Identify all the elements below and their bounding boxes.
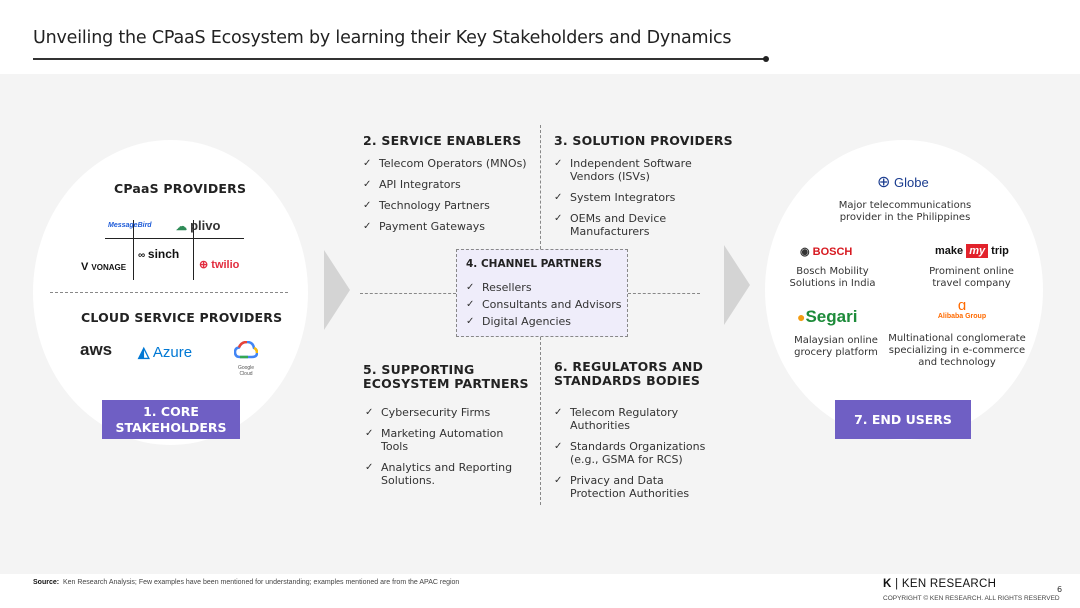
globe-icon: ⊕ — [877, 174, 891, 191]
list-item: ✓Digital Agencies — [466, 315, 572, 328]
segari-logo: ●Segari — [797, 307, 858, 326]
azure-logo: ◭ Azure — [138, 344, 193, 361]
cloud-providers-heading: CLOUD SERVICE PROVIDERS — [81, 310, 283, 325]
check-icon: ✓ — [365, 407, 374, 418]
regulators-heading: 6. REGULATORS AND STANDARDS BODIES — [554, 359, 704, 388]
list-item: ✓Telecom Operators (MNOs) — [363, 157, 527, 170]
check-icon: ✓ — [365, 462, 374, 473]
channel-partners-list: ✓Resellers ✓Consultants and Advisors ✓Di… — [466, 281, 626, 332]
core-stakeholders-badge: 1. CORE STAKEHOLDERS — [102, 400, 240, 439]
cpaas-grid-vertical — [193, 220, 194, 280]
check-icon: ✓ — [466, 316, 475, 327]
bosch-description: Bosch Mobility Solutions in India — [789, 266, 876, 289]
list-item: ✓Telecom Regulatory Authorities — [554, 406, 679, 432]
google-cloud-icon — [233, 340, 259, 359]
quadrant-divider-vertical — [540, 337, 541, 505]
end-users-circle — [765, 140, 1043, 440]
cpaas-grid-vertical — [133, 220, 134, 280]
list-item: ✓OEMs and Device Manufacturers — [554, 212, 667, 238]
globe-description: Major telecommunications provider in the… — [838, 200, 972, 223]
list-item: ✓System Integrators — [554, 191, 676, 204]
bosch-logo: ◉ BOSCH — [800, 246, 853, 258]
list-item: ✓Analytics and Reporting Solutions. — [365, 461, 513, 487]
check-icon: ✓ — [554, 441, 563, 452]
check-icon: ✓ — [554, 407, 563, 418]
globe-logo: ⊕ Globe — [877, 174, 929, 191]
alibaba-description: Multinational conglomerate specializing … — [888, 333, 1026, 368]
alibaba-logo: ɑ Alibaba Group — [932, 298, 992, 320]
supporting-partners-heading: 5. SUPPORTING ECOSYSTEM PARTNERS — [363, 362, 529, 391]
check-icon: ✓ — [363, 200, 372, 211]
list-item: ✓Payment Gateways — [363, 220, 485, 233]
segari-description: Malaysian online grocery platform — [794, 335, 878, 358]
check-icon: ✓ — [554, 213, 563, 224]
twilio-logo: ⊕ twilio — [199, 259, 240, 271]
flow-arrow-right-icon — [324, 250, 350, 330]
check-icon: ✓ — [554, 158, 563, 169]
quadrant-divider-horizontal — [628, 293, 700, 294]
makemytrip-description: Prominent online travel company — [929, 266, 1014, 289]
quadrant-divider-vertical — [540, 125, 541, 249]
check-icon: ✓ — [466, 299, 475, 310]
check-icon: ✓ — [466, 282, 475, 293]
google-cloud-logo: Google Cloud — [231, 340, 261, 377]
title-underline — [33, 58, 765, 60]
supporting-partners-list: ✓Cybersecurity Firms ✓Marketing Automati… — [365, 406, 525, 495]
list-item: ✓Consultants and Advisors — [466, 298, 622, 311]
messagebird-logo: MessageBird — [108, 222, 152, 229]
alibaba-icon: ɑ — [957, 297, 967, 314]
cpaas-providers-heading: CPaaS PROVIDERS — [114, 181, 247, 196]
check-icon: ✓ — [363, 158, 372, 169]
check-icon: ✓ — [554, 192, 563, 203]
plivo-logo: ☁ plivo — [176, 218, 221, 233]
check-icon: ✓ — [363, 221, 372, 232]
source-note: Source: Ken Research Analysis; Few examp… — [33, 579, 460, 586]
list-item: ✓Technology Partners — [363, 199, 490, 212]
copyright: COPYRIGHT © KEN RESEARCH. ALL RIGHTS RES… — [883, 595, 1060, 602]
list-item: ✓Marketing Automation Tools — [365, 427, 504, 453]
list-item: ✓API Integrators — [363, 178, 461, 191]
check-icon: ✓ — [554, 475, 563, 486]
list-item: ✓Resellers — [466, 281, 532, 294]
title-underline-dot — [763, 55, 769, 62]
page-number: 6 — [1057, 585, 1063, 594]
flow-arrow-right-icon — [724, 245, 750, 325]
sinch-logo: ∞ sinch — [138, 247, 180, 261]
ken-logo-icon: K — [883, 578, 892, 590]
regulators-list: ✓Telecom Regulatory Authorities ✓Standar… — [554, 406, 714, 508]
check-icon: ✓ — [365, 428, 374, 439]
service-enablers-list: ✓Telecom Operators (MNOs) ✓API Integrato… — [363, 157, 533, 241]
makemytrip-logo: make my trip — [935, 244, 1009, 258]
channel-partners-heading: 4. CHANNEL PARTNERS — [466, 258, 602, 270]
solution-providers-list: ✓Independent Software Vendors (ISVs) ✓Sy… — [554, 157, 704, 246]
list-item: ✓Standards Organizations (e.g., GSMA for… — [554, 440, 706, 466]
quadrant-divider-horizontal — [360, 293, 456, 294]
core-divider — [50, 292, 288, 293]
check-icon: ✓ — [363, 179, 372, 190]
cpaas-grid-horizontal — [105, 238, 244, 239]
ken-research-logo: K | KEN RESEARCH — [883, 578, 997, 590]
service-enablers-heading: 2. SERVICE ENABLERS — [363, 133, 522, 148]
list-item: ✓Independent Software Vendors (ISVs) — [554, 157, 692, 183]
channel-partners-box — [456, 249, 628, 337]
end-users-badge: 7. END USERS — [835, 400, 971, 439]
solution-providers-heading: 3. SOLUTION PROVIDERS — [554, 133, 733, 148]
list-item: ✓Privacy and Data Protection Authorities — [554, 474, 690, 500]
page-title: Unveiling the CPaaS Ecosystem by learnin… — [33, 28, 732, 48]
list-item: ✓Cybersecurity Firms — [365, 406, 491, 419]
vonage-logo: V VONAGE — [81, 261, 127, 273]
aws-logo: aws — [80, 340, 113, 359]
